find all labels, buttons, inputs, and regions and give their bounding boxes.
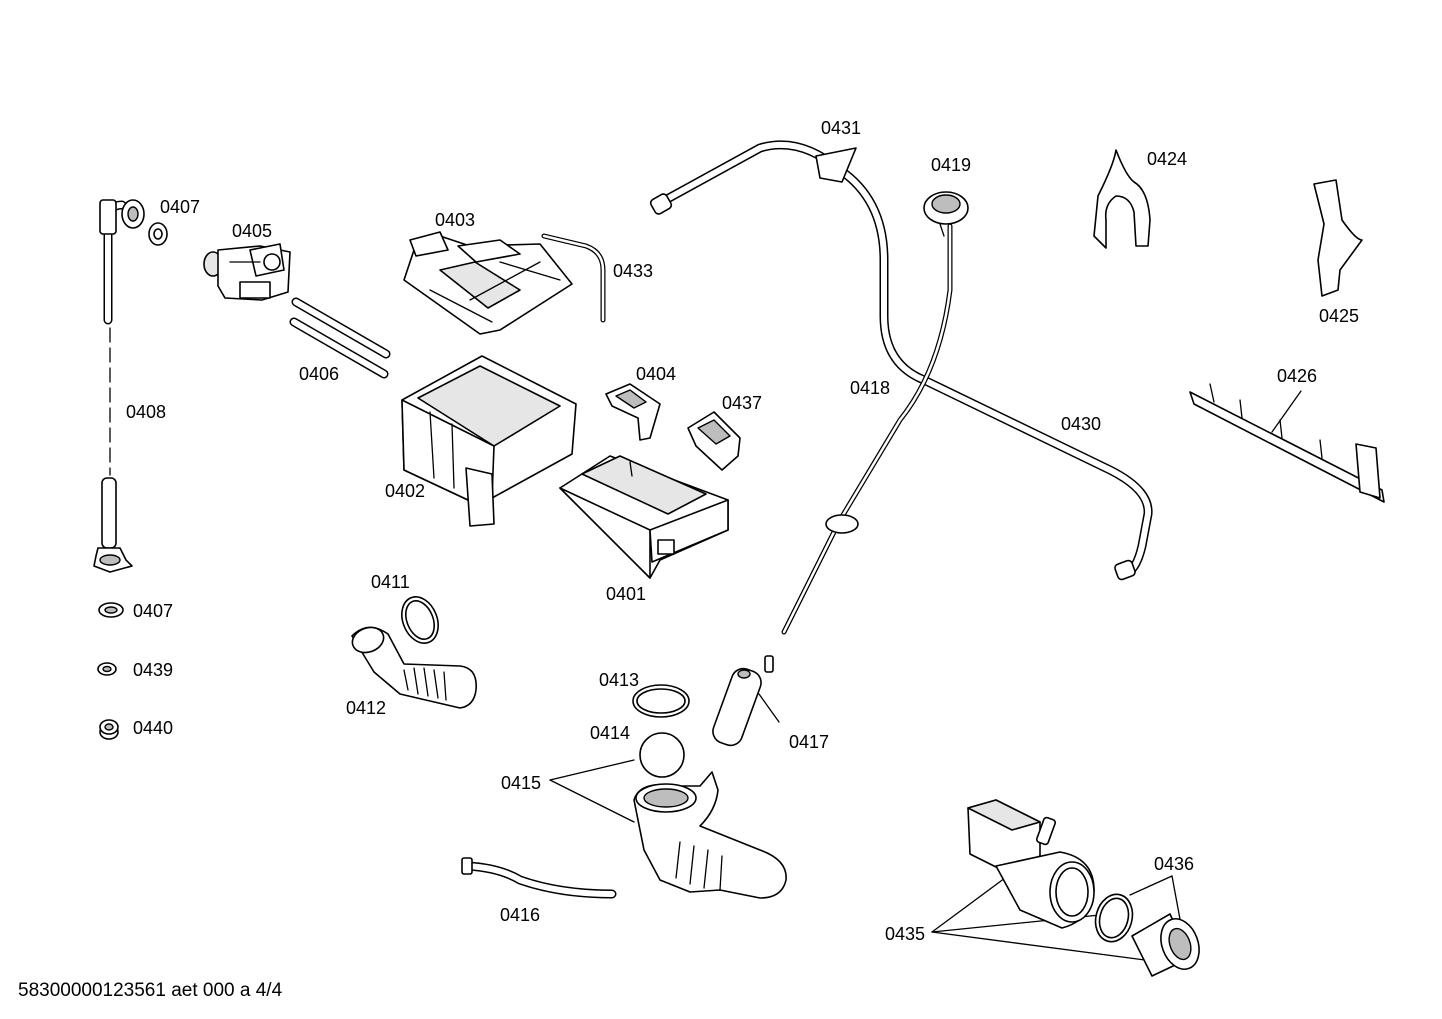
part-0436-seal-filter	[1094, 893, 1200, 977]
part-0414-ball	[639, 732, 685, 778]
label-0439: 0439	[133, 660, 173, 680]
part-0418-pressure-tube	[781, 223, 953, 635]
part-0416-hose	[461, 857, 617, 899]
label-0417: 0417	[789, 732, 829, 752]
part-0403-dispenser-lid	[403, 231, 573, 335]
label-0411: 0411	[371, 572, 410, 592]
part-0408-elbow-pipe-top	[99, 199, 145, 325]
part-0406-hoses	[289, 297, 391, 379]
label-0406: 0406	[299, 364, 339, 384]
part-0417-air-chamber	[712, 655, 774, 747]
label-0416: 0416	[500, 905, 540, 925]
part-0425-bracket	[1313, 179, 1363, 297]
label-0405: 0405	[232, 221, 272, 241]
part-0433-hose	[541, 233, 606, 323]
label-0426: 0426	[1277, 366, 1317, 386]
part-0424-bracket	[1093, 149, 1151, 249]
part-0412-bellows-hose	[351, 626, 477, 709]
label-0408: 0408	[126, 402, 166, 422]
label-0413: 0413	[599, 670, 639, 690]
label-0425: 0425	[1319, 306, 1359, 326]
part-0401-dispenser-drawer	[559, 455, 729, 579]
part-0411-ring	[401, 596, 439, 644]
label-0412: 0412	[346, 698, 386, 718]
label-0402: 0402	[385, 481, 425, 501]
label-0401: 0401	[606, 584, 646, 604]
part-0437-siphon	[687, 411, 741, 471]
part-labels: 0401 0402 0403 0404 0405 0406 0407 0407 …	[126, 118, 1359, 944]
label-0414: 0414	[590, 723, 630, 743]
part-0408-pipe-bottom	[93, 477, 133, 573]
label-0435: 0435	[885, 924, 925, 944]
part-0440-nut	[99, 719, 119, 740]
label-0430: 0430	[1061, 414, 1101, 434]
part-0415-sump	[633, 771, 787, 899]
label-0436: 0436	[1154, 854, 1194, 874]
label-0433: 0433	[613, 261, 653, 281]
drawing-reference-footer: 58300000123561 aet 000 a 4/4	[18, 980, 283, 1001]
label-0415: 0415	[501, 773, 541, 793]
part-0419-pressure-switch	[923, 191, 969, 237]
label-0431: 0431	[821, 118, 861, 138]
label-0407-bottom: 0407	[133, 601, 173, 621]
label-0404: 0404	[636, 364, 676, 384]
part-0404-bracket	[605, 383, 661, 441]
part-0430-0431-drain-hose	[649, 140, 1153, 581]
part-0402-dispenser-housing	[401, 355, 577, 527]
label-0437: 0437	[722, 393, 762, 413]
part-0407-washer-top	[148, 222, 168, 246]
label-0424: 0424	[1147, 149, 1187, 169]
label-0418: 0418	[850, 378, 890, 398]
part-0407-washer-bottom	[98, 602, 124, 618]
part-0405-inlet-valve	[203, 243, 291, 301]
label-0440: 0440	[133, 718, 173, 738]
label-0403: 0403	[435, 210, 475, 230]
part-0426-rail	[1189, 383, 1385, 503]
label-0407-top: 0407	[160, 197, 200, 217]
label-0419: 0419	[931, 155, 971, 175]
part-0435-drain-pump	[967, 799, 1095, 929]
part-0413-ring	[632, 684, 690, 718]
part-0439-washer	[97, 662, 117, 676]
